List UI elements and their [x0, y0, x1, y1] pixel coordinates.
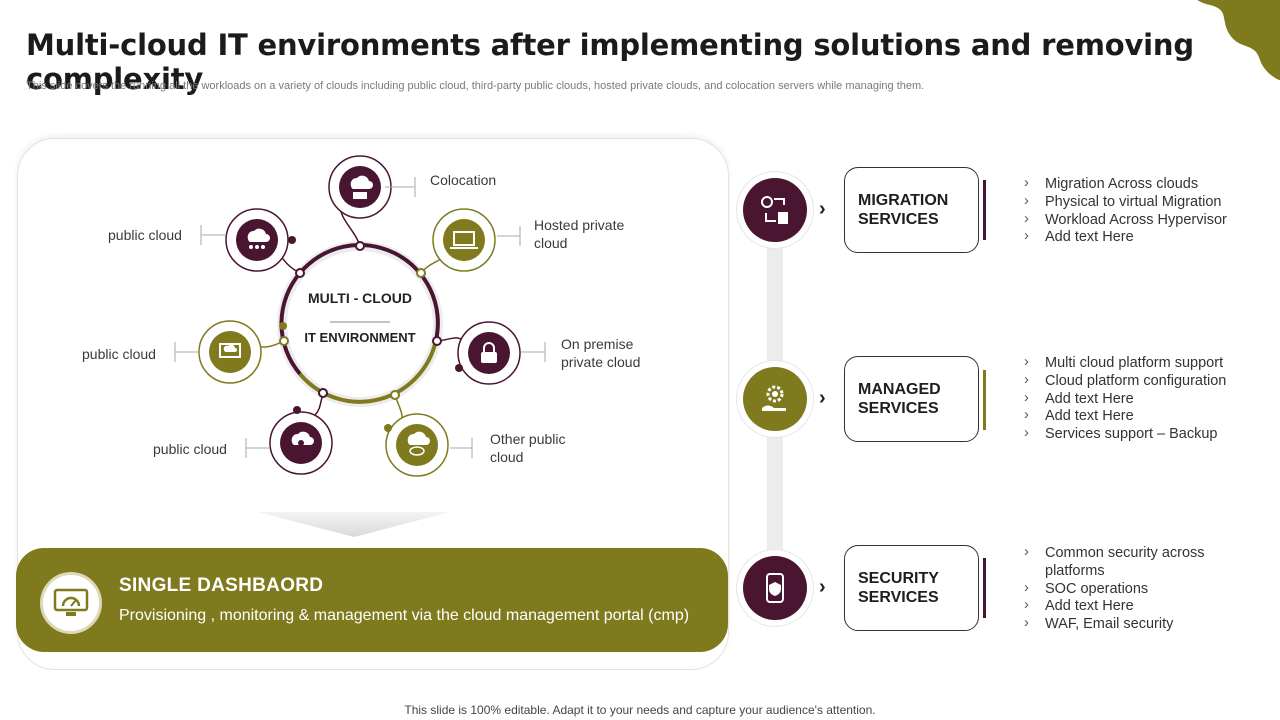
list-item: Workload Across Hypervisor [1024, 211, 1264, 230]
migration-services-box: MIGRATION SERVICES [844, 167, 979, 253]
label-public-cloud-middle: public cloud [82, 346, 156, 362]
page-subtitle: This slide covers the running all the wo… [26, 80, 925, 92]
single-dashboard-banner [16, 548, 728, 652]
list-item: Add text Here [1024, 597, 1264, 616]
managed-divider [983, 370, 986, 430]
managed-services-box: MANAGED SERVICES [844, 356, 979, 442]
list-item: Common security across platforms [1024, 544, 1264, 581]
corner-decoration [1197, 0, 1280, 81]
list-item: Cloud platform configuration [1024, 372, 1264, 391]
migration-divider [983, 180, 986, 240]
page-title: Multi-cloud IT environments after implem… [26, 28, 1194, 96]
label-hosted-private-cloud: Hosted private cloud [534, 217, 625, 251]
gear-hand-icon [743, 367, 807, 431]
security-services-box: SECURITY SERVICES [844, 545, 979, 631]
migration-icon [743, 178, 807, 242]
list-item: Physical to virtual Migration [1024, 193, 1264, 212]
label-other-public-cloud: Other public cloud [490, 431, 566, 465]
list-item: SOC operations [1024, 580, 1264, 599]
label-public-cloud-top: public cloud [108, 227, 182, 243]
list-item: Add text Here [1024, 228, 1264, 247]
chevron-right-icon: › [819, 387, 826, 409]
list-item: Services support – Backup [1024, 425, 1264, 444]
hub-center-subtitle: IT ENVIRONMENT [304, 330, 416, 345]
monitor-gauge-icon [40, 572, 102, 634]
security-services-list: Common security across platforms SOC ope… [1024, 544, 1264, 634]
phone-shield-icon [743, 556, 807, 620]
dashboard-title: SINGLE DASHBAORD [119, 575, 324, 596]
dashboard-description: Provisioning , monitoring & management v… [119, 607, 690, 624]
list-item: Multi cloud platform support [1024, 354, 1264, 373]
migration-services-list: Migration Across clouds Physical to virt… [1024, 175, 1264, 247]
list-item: WAF, Email security [1024, 615, 1264, 634]
label-colocation: Colocation [430, 172, 497, 188]
chevron-right-icon: › [819, 198, 826, 220]
list-item: Add text Here [1024, 390, 1264, 409]
label-public-cloud-bottom: public cloud [153, 441, 227, 457]
hub-center-title: MULTI - CLOUD [308, 290, 412, 306]
list-item: Add text Here [1024, 407, 1264, 426]
list-item: Migration Across clouds [1024, 175, 1264, 194]
chevron-right-icon: › [819, 576, 826, 598]
page-footer: This slide is 100% editable. Adapt it to… [404, 703, 876, 717]
security-divider [983, 558, 986, 618]
label-on-premise-cloud: On premise private cloud [561, 336, 641, 370]
managed-services-list: Multi cloud platform support Cloud platf… [1024, 354, 1264, 444]
